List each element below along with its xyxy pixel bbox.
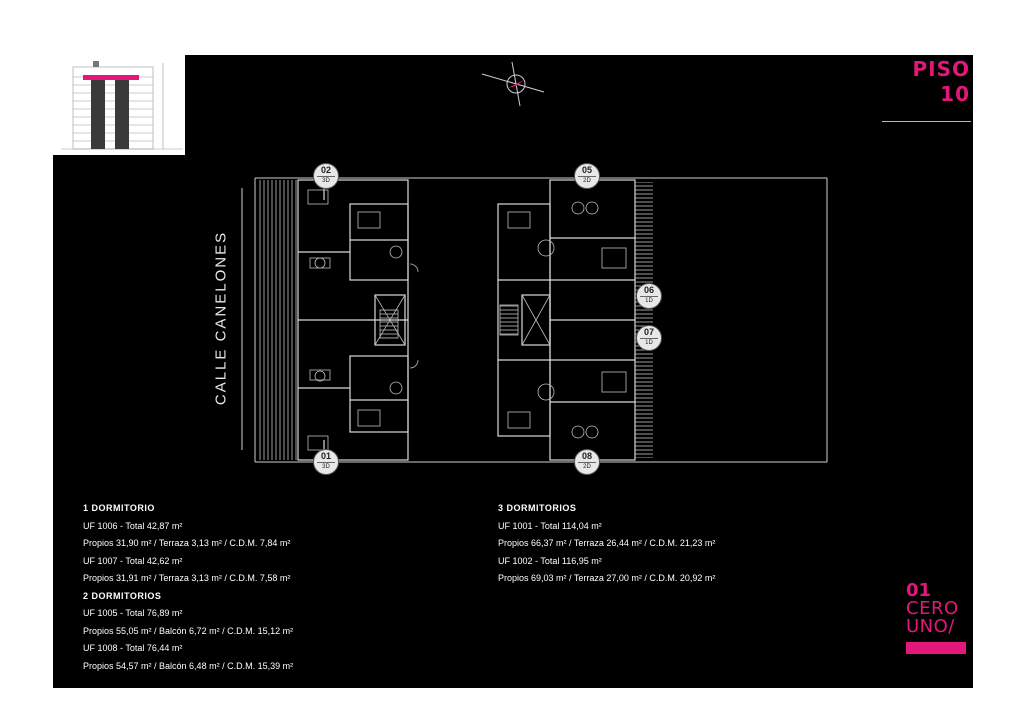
lot-outline — [241, 177, 828, 463]
floor-number: 10 — [940, 82, 970, 106]
floor-title: PISO 10 — [880, 57, 970, 107]
brand-logo: 01 CERO UNO/ — [906, 582, 968, 654]
unit-line: Propios 31,90 m² / Terraza 3,13 m² / C.D… — [83, 538, 291, 548]
unit-line: UF 1007 - Total 42,62 m² — [83, 555, 183, 566]
unit-line: Propios 66,37 m² / Terraza 26,44 m² / C.… — [498, 538, 716, 548]
logo-number: 01 — [906, 580, 932, 601]
logo-bar — [906, 642, 966, 654]
unit-marker-01: 01 3D — [313, 449, 339, 475]
unit-line: UF 1002 - Total 116,95 m² — [498, 555, 602, 566]
logo-word-2: UNO/ — [906, 616, 955, 637]
unit-line: Propios 55,05 m² / Balcón 6,72 m² / C.D.… — [83, 625, 294, 636]
floor-label: PISO — [912, 57, 970, 81]
unit-marker-08: 08 2D — [574, 449, 600, 475]
unit-info-right: 3 DORMITORIOS UF 1001 - Total 114,04 m² … — [498, 500, 715, 588]
terrace-right — [635, 182, 653, 458]
title-divider — [882, 121, 971, 122]
north-compass-icon — [481, 61, 545, 107]
terrace-left — [258, 180, 298, 460]
unit-line: UF 1006 - Total 42,87 m² — [83, 520, 183, 531]
logo-word-1: CERO — [906, 598, 959, 619]
section-heading-2-bedrooms: 2 DORMITORIOS — [83, 590, 162, 601]
unit-line: Propios 54,57 m² / Balcón 6,48 m² / C.D.… — [83, 660, 294, 671]
unit-line: UF 1008 - Total 76,44 m² — [83, 643, 183, 653]
unit-marker-06: 06 1D — [636, 283, 662, 309]
section-heading-1-bedroom: 1 DORMITORIO — [83, 503, 155, 513]
unit-marker-02: 02 3D — [313, 163, 339, 189]
unit-line: Propios 31,91 m² / Terraza 3,13 m² / C.D… — [83, 573, 291, 583]
building-elevation-thumbnail — [53, 55, 185, 155]
unit-marker-05: 05 2D — [574, 163, 600, 189]
unit-info-left: 1 DORMITORIO UF 1006 - Total 42,87 m² Pr… — [83, 500, 293, 675]
unit-marker-07: 07 1D — [636, 325, 662, 351]
unit-line: Propios 69,03 m² / Terraza 27,00 m² / C.… — [498, 573, 716, 583]
floor-plan-drawing — [241, 177, 828, 463]
rear-lot — [653, 182, 825, 460]
right-building-block — [497, 179, 636, 461]
unit-line: UF 1001 - Total 114,04 m² — [498, 520, 602, 531]
section-heading-3-bedrooms: 3 DORMITORIOS — [498, 503, 577, 513]
unit-line: UF 1005 - Total 76,89 m² — [83, 608, 183, 618]
elevation-drawing — [53, 55, 185, 155]
street-name-label: CALLE CANELONES — [212, 230, 230, 406]
